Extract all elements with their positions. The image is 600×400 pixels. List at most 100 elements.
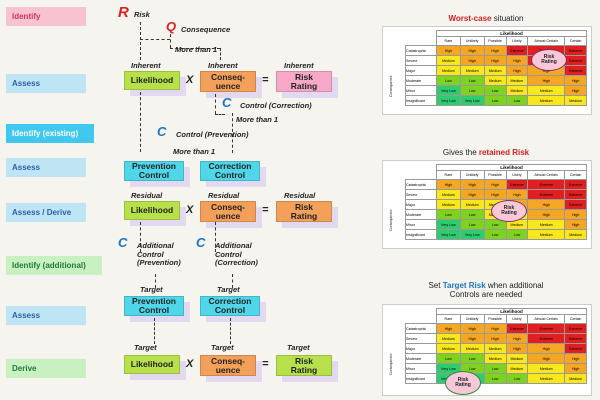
- matrix-cell: Medium: [564, 95, 587, 106]
- matrix-cell: Low: [483, 363, 507, 374]
- matrix-cell: High: [483, 55, 507, 66]
- panel-title-retained: Gives the retained Risk: [442, 148, 530, 157]
- target-label: Target: [134, 343, 157, 352]
- matrix-cell: Medium: [436, 65, 461, 76]
- matrix-cell: High: [505, 55, 529, 66]
- connector: [155, 274, 156, 288]
- matrix-cell: High: [459, 333, 485, 344]
- column-header: Unlikely: [459, 36, 485, 46]
- more-than-1-label: More than 1: [236, 115, 279, 124]
- matrix-cell: Medium: [459, 65, 485, 76]
- row-header: Moderate: [405, 209, 437, 220]
- matrix-cell: High: [483, 333, 507, 344]
- matrix-cell: Low: [459, 85, 485, 96]
- target-label: Target: [217, 285, 240, 294]
- matrix-cell: Very Low: [436, 95, 461, 106]
- inherent-label: Inherent: [284, 61, 314, 70]
- row-header: Insignificant: [405, 95, 437, 106]
- column-header: Possible: [483, 36, 507, 46]
- matrix-cell: High: [527, 209, 566, 220]
- control-letter: C: [196, 235, 206, 250]
- matrix-cell: Extreme: [527, 189, 566, 200]
- matrix-cell: Extreme: [564, 55, 587, 66]
- column-header: Unlikely: [459, 170, 485, 180]
- matrix-cell: Extreme: [564, 323, 587, 334]
- matrix-cell: Medium: [459, 199, 485, 210]
- consequence-axis-label: Consequence: [389, 209, 393, 231]
- column-header: Possible: [483, 314, 507, 324]
- matrix-cell: Very Low: [436, 229, 461, 240]
- matrix-cell: High: [459, 323, 485, 334]
- inherent-label: Inherent: [131, 61, 161, 70]
- matrix-cell: Medium: [505, 85, 529, 96]
- matrix-cell: Extreme: [527, 179, 566, 190]
- row-header: Severe: [405, 333, 437, 344]
- matrix-cell: Medium: [483, 75, 507, 86]
- connector: [215, 114, 225, 115]
- matrix-cell: High: [436, 323, 461, 334]
- stage-assess-derive: Assess / Derive: [6, 203, 86, 222]
- matrix-cell: High: [505, 333, 529, 344]
- row-header: Minor: [405, 219, 437, 230]
- matrix-cell: Medium: [527, 219, 566, 230]
- target-consequence-box: Conseq- uence: [200, 355, 256, 376]
- matrix-cell: Low: [483, 229, 507, 240]
- matrix-cell: Extreme: [564, 65, 587, 76]
- matrix-cell: High: [483, 323, 507, 334]
- column-header: Likely: [505, 36, 529, 46]
- target-label: Target: [211, 343, 234, 352]
- target-correction-control-box: Correction Control: [200, 296, 260, 316]
- matrix-cell: Medium: [564, 229, 587, 240]
- consequence-label: Consequence: [181, 25, 231, 34]
- matrix-cell: Medium: [527, 85, 566, 96]
- matrix-cell: Low: [505, 373, 529, 384]
- connector: [220, 48, 221, 60]
- matrix-cell: Very Low: [459, 95, 485, 106]
- matrix-cell: Medium: [505, 353, 529, 364]
- matrix-cell: Medium: [436, 199, 461, 210]
- stage-identify: Identify: [6, 7, 86, 26]
- residual-label: Residual: [208, 191, 240, 200]
- matrix-cell: Extreme: [527, 323, 566, 334]
- more-than-1-label: More than 1: [173, 147, 216, 156]
- control-letter: C: [157, 124, 167, 139]
- more-than-1-label: More than 1: [175, 45, 218, 54]
- matrix-cell: Medium: [505, 75, 529, 86]
- matrix-cell: Extreme: [564, 45, 587, 56]
- control-letter: C: [118, 235, 128, 250]
- column-header: Possible: [483, 170, 507, 180]
- risk-letter: R: [118, 4, 129, 21]
- matrix-cell: Extreme: [564, 179, 587, 190]
- matrix-cell: High: [564, 219, 587, 230]
- target-risk-rating-box: Risk Rating: [276, 355, 332, 376]
- matrix-cell: Extreme: [564, 199, 587, 210]
- matrix-cell: High: [483, 45, 507, 56]
- consequence-letter: Q: [166, 19, 177, 34]
- row-header: Major: [405, 65, 437, 76]
- row-header: Minor: [405, 85, 437, 96]
- inherent-consequence-box: Conseq- uence: [200, 71, 256, 92]
- multiply-operator: X: [186, 204, 194, 216]
- matrix-cell: Extreme: [564, 333, 587, 344]
- control-prevention-label: Control (Prevention): [176, 130, 249, 139]
- row-header: Moderate: [405, 353, 437, 364]
- matrix-cell: Medium: [527, 373, 566, 384]
- matrix-cell: High: [459, 55, 485, 66]
- matrix-cell: High: [564, 75, 587, 86]
- connector: [140, 222, 141, 252]
- consequence-axis-label: Consequence: [389, 75, 393, 97]
- matrix-cell: High: [505, 343, 529, 354]
- matrix-cell: Very Low: [436, 219, 461, 230]
- stage-assess-controls: Assess: [6, 158, 86, 177]
- matrix-cell: Low: [436, 75, 461, 86]
- prevention-control-box: Prevention Control: [124, 161, 184, 181]
- matrix-cell: High: [459, 45, 485, 56]
- matrix-cell: Very Low: [459, 229, 485, 240]
- matrix-cell: Medium: [505, 363, 529, 374]
- matrix-cell: High: [564, 85, 587, 96]
- stage-assess-inherent: Assess: [6, 74, 86, 93]
- risk-rating-bubble: Risk Rating: [531, 49, 567, 71]
